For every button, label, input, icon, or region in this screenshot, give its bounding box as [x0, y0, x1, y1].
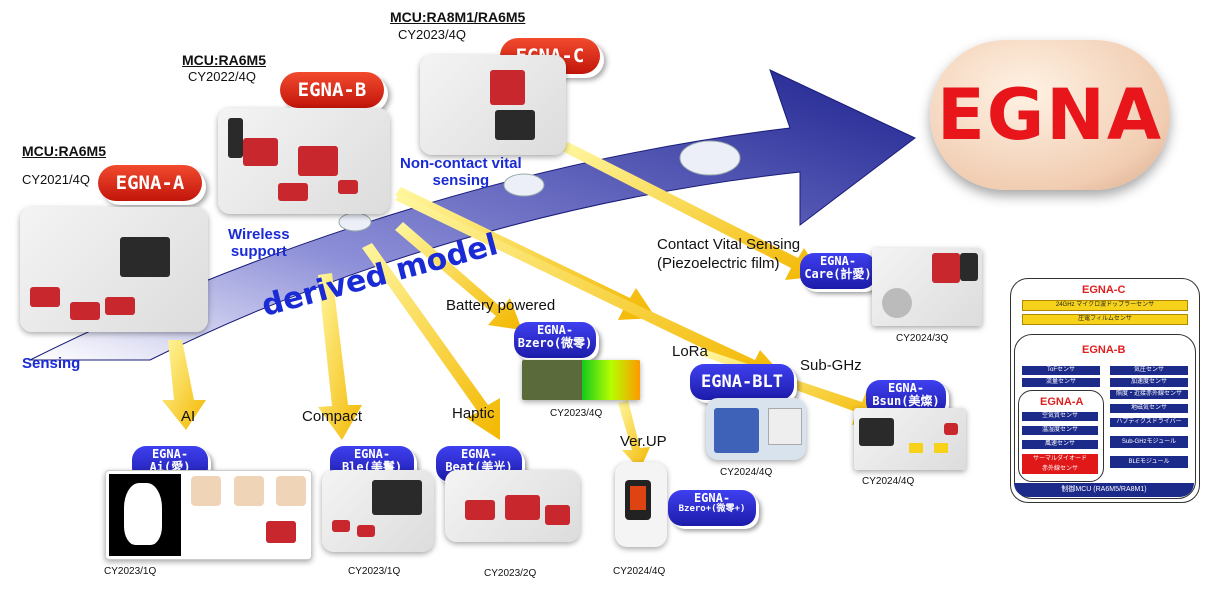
egna-bzero-badge: EGNA- Bzero(微零) [514, 322, 596, 358]
category-subghz: Sub-GHz [800, 357, 862, 374]
category-lora: LoRa [672, 343, 708, 360]
date-compact: CY2023/1Q [348, 566, 401, 577]
arch-chip-c2: 圧電フィルムセンサ [1022, 314, 1188, 325]
mcu-label-c: MCU:RA8M1/RA6M5 [390, 9, 526, 25]
egna-beat-badge-bottom: Beat(美光) [445, 459, 513, 474]
egna-care-badge-top: EGNA- [819, 254, 857, 268]
egna-bsun-badge-bottom: Bsun(美燦) [872, 393, 940, 408]
egna-logo: EGNA [930, 40, 1170, 190]
date-lora: CY2024/4Q [720, 467, 773, 478]
egna-care-badge-bottom: Care(計愛) [804, 266, 872, 281]
egna-a-photo [20, 207, 208, 332]
egna-ai-badge-top: EGNA- [151, 447, 189, 461]
date-label-c: CY2023/4Q [398, 27, 466, 42]
date-verup: CY2024/4Q [613, 566, 666, 577]
date-subghz: CY2024/4Q [862, 476, 915, 487]
mcu-label-b: MCU:RA6M5 [182, 52, 266, 68]
egna-ble-badge-bottom: Ble(美鬟) [341, 459, 403, 474]
arch-chip-b-right2: 加速度センサ [1110, 378, 1188, 387]
category-verup: Ver.UP [620, 433, 667, 450]
arch-chip-b-right4: 地磁気センサ [1110, 404, 1188, 413]
arch-chip-b-right7: BLEモジュール [1110, 456, 1188, 468]
arch-title-c: EGNA-C [1082, 284, 1126, 296]
category-compact: Compact [302, 408, 363, 425]
egna-beat-photo [445, 470, 580, 542]
arch-chip-a3: 風速センサ [1022, 440, 1098, 449]
egna-ai-badge-bottom: Ai(愛) [149, 459, 191, 474]
date-haptic: CY2023/2Q [484, 568, 537, 579]
arch-chip-b-right3: 照度・近接赤外線センサ [1110, 390, 1188, 399]
egna-blt-photo [706, 398, 806, 460]
category-ai: AI [181, 408, 196, 425]
egna-bzeroplus-photo [615, 462, 667, 547]
category-haptic: Haptic [452, 405, 495, 422]
egna-ble-photo [322, 470, 434, 552]
egna-a-badge: EGNA-A [98, 165, 202, 201]
arch-chip-a2: 温湿度センサ [1022, 426, 1098, 435]
arch-chip-a1: 空気質センサ [1022, 412, 1098, 421]
architecture-stack: EGNA-C 24GHz マイクロ波ドップラーセンサ 圧電フィルムセンサ EGN… [1010, 278, 1200, 503]
egna-c-photo [420, 55, 566, 155]
egna-ble-badge-top: EGNA- [353, 447, 391, 461]
egna-beat-badge-top: EGNA- [460, 447, 498, 461]
egna-bzero-badge-top: EGNA- [536, 323, 574, 337]
arch-footer-mcu: 制御MCU (RA6M5/RA8M1) [1014, 483, 1194, 497]
egna-b-badge: EGNA-B [280, 72, 384, 108]
egna-b-photo [218, 108, 390, 214]
date-battery: CY2023/4Q [550, 408, 603, 419]
date-label-a: CY2021/4Q [22, 172, 90, 187]
category-contact-vital: Contact Vital Sensing(Piezoelectric film… [657, 236, 801, 272]
egna-ai-photo [105, 470, 312, 560]
arch-chip-a-highlight: サーマルダイオード赤外線センサ [1022, 454, 1098, 474]
mcu-label-a: MCU:RA6M5 [22, 143, 106, 159]
egna-care-badge: EGNA- Care(計愛) [800, 253, 876, 289]
date-ai: CY2023/1Q [104, 566, 157, 577]
arch-title-a: EGNA-A [1040, 396, 1084, 408]
egna-bsun-photo [854, 408, 966, 470]
egna-care-photo [872, 248, 982, 326]
date-label-b: CY2022/4Q [188, 69, 256, 84]
date-contact-vital: CY2024/3Q [896, 333, 949, 344]
arch-chip-b-right5: ハプティクスドライバー [1110, 418, 1188, 427]
egna-bzeroplus-badge: EGNA- Bzero+(微零+) [668, 490, 756, 526]
arch-chip-b-right6: Sub-GHzモジュール [1110, 436, 1188, 448]
egna-bzeroplus-badge-bottom: Bzero+(微零+) [678, 503, 746, 514]
arch-title-b: EGNA-B [1082, 344, 1126, 356]
egna-bsun-badge-top: EGNA- [887, 381, 925, 395]
category-battery: Battery powered [446, 297, 556, 314]
egna-logo-text: EGNA [936, 74, 1164, 156]
egna-bzero-badge-bottom: Bzero(微零) [517, 335, 593, 350]
arch-chip-b-right1: 気圧センサ [1110, 366, 1188, 375]
egna-bzero-photo [522, 360, 640, 400]
arch-chip-c1: 24GHz マイクロ波ドップラーセンサ [1022, 300, 1188, 311]
arch-chip-b-left2: 流量センサ [1022, 378, 1100, 387]
egna-bzeroplus-badge-top: EGNA- [693, 491, 731, 505]
egna-blt-badge: EGNA-BLT [690, 364, 794, 400]
feature-label-sensing: Sensing [22, 355, 81, 372]
arch-chip-b-left1: ToFセンサ [1022, 366, 1100, 375]
